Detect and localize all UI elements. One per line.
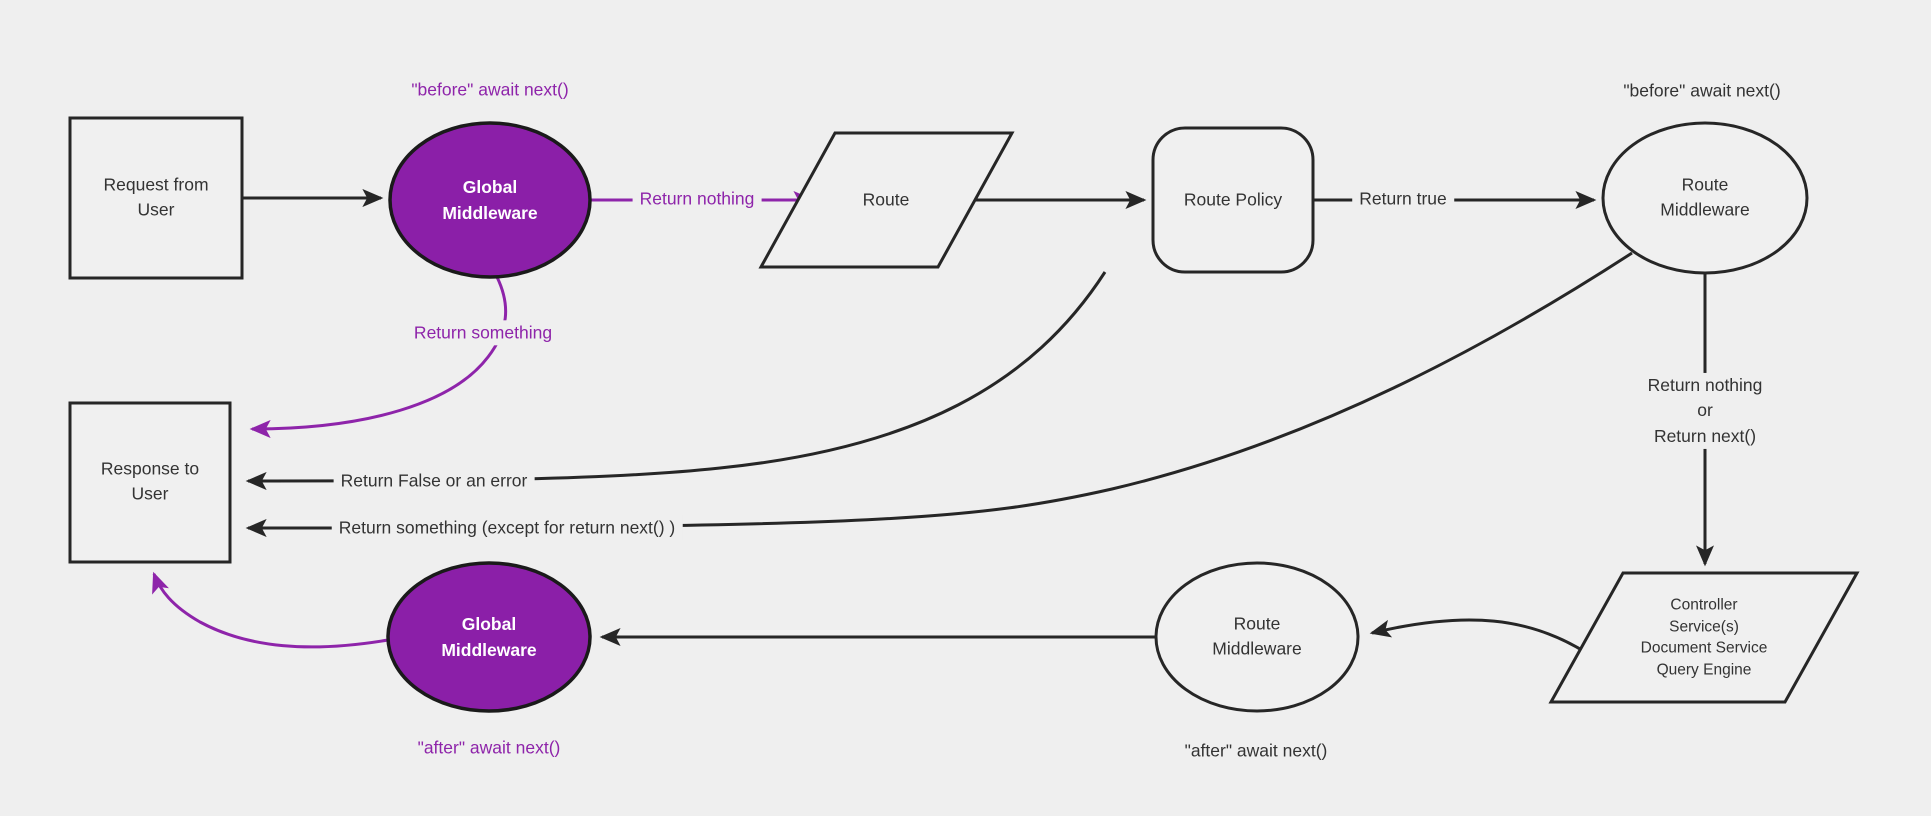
edge-controller-to-route-middleware-after	[1369, 618, 1586, 654]
edge-label-return-false-or-error: Return False or an error	[333, 468, 535, 494]
edge-global-middleware-after-to-response	[152, 571, 389, 649]
node-route-middleware-before	[1601, 121, 1809, 275]
edge-label-after-await-next-route: "after" await next()	[1184, 740, 1328, 761]
node-route	[758, 131, 1015, 269]
node-label-route-policy: Route Policy	[1183, 189, 1283, 210]
edge-label-return-nothing: Return nothing	[632, 186, 762, 212]
node-global-middleware-before	[388, 121, 592, 279]
node-label-route: Route	[862, 189, 910, 210]
node-route-policy	[1151, 126, 1315, 274]
edge-global-middleware-return-something-to-response	[249, 276, 508, 438]
node-label-request-from-user: Request from User	[103, 174, 209, 220]
edge-label-return-something: Return something	[406, 320, 560, 346]
edge-label-return-nothing-or-next: Return nothing or Return next()	[1640, 372, 1770, 450]
node-label-global-middleware-after: Global Middleware	[441, 613, 537, 660]
edge-label-return-true: Return true	[1352, 186, 1454, 212]
edge-label-after-await-next-global: "after" await next()	[417, 737, 561, 758]
node-request-from-user	[68, 116, 244, 280]
node-label-response-to-user: Response to User	[100, 458, 200, 504]
node-label-global-middleware-before: Global Middleware	[442, 176, 538, 223]
node-controller	[1548, 571, 1860, 704]
node-global-middleware-after	[386, 561, 592, 713]
edge-label-return-something-except: Return something (except for return next…	[331, 515, 683, 541]
edge-label-before-await-next-global: "before" await next()	[411, 79, 569, 100]
node-label-route-middleware-before: Route Middleware	[1660, 174, 1750, 220]
node-label-controller: Controller Service(s) Document Service Q…	[1640, 596, 1768, 679]
edge-label-before-await-next-route: "before" await next()	[1623, 80, 1781, 101]
node-label-route-middleware-after: Route Middleware	[1212, 613, 1302, 659]
edge-route-policy-return-false-to-response	[245, 271, 1107, 490]
node-response-to-user	[68, 401, 232, 564]
node-route-middleware-after	[1154, 561, 1360, 713]
